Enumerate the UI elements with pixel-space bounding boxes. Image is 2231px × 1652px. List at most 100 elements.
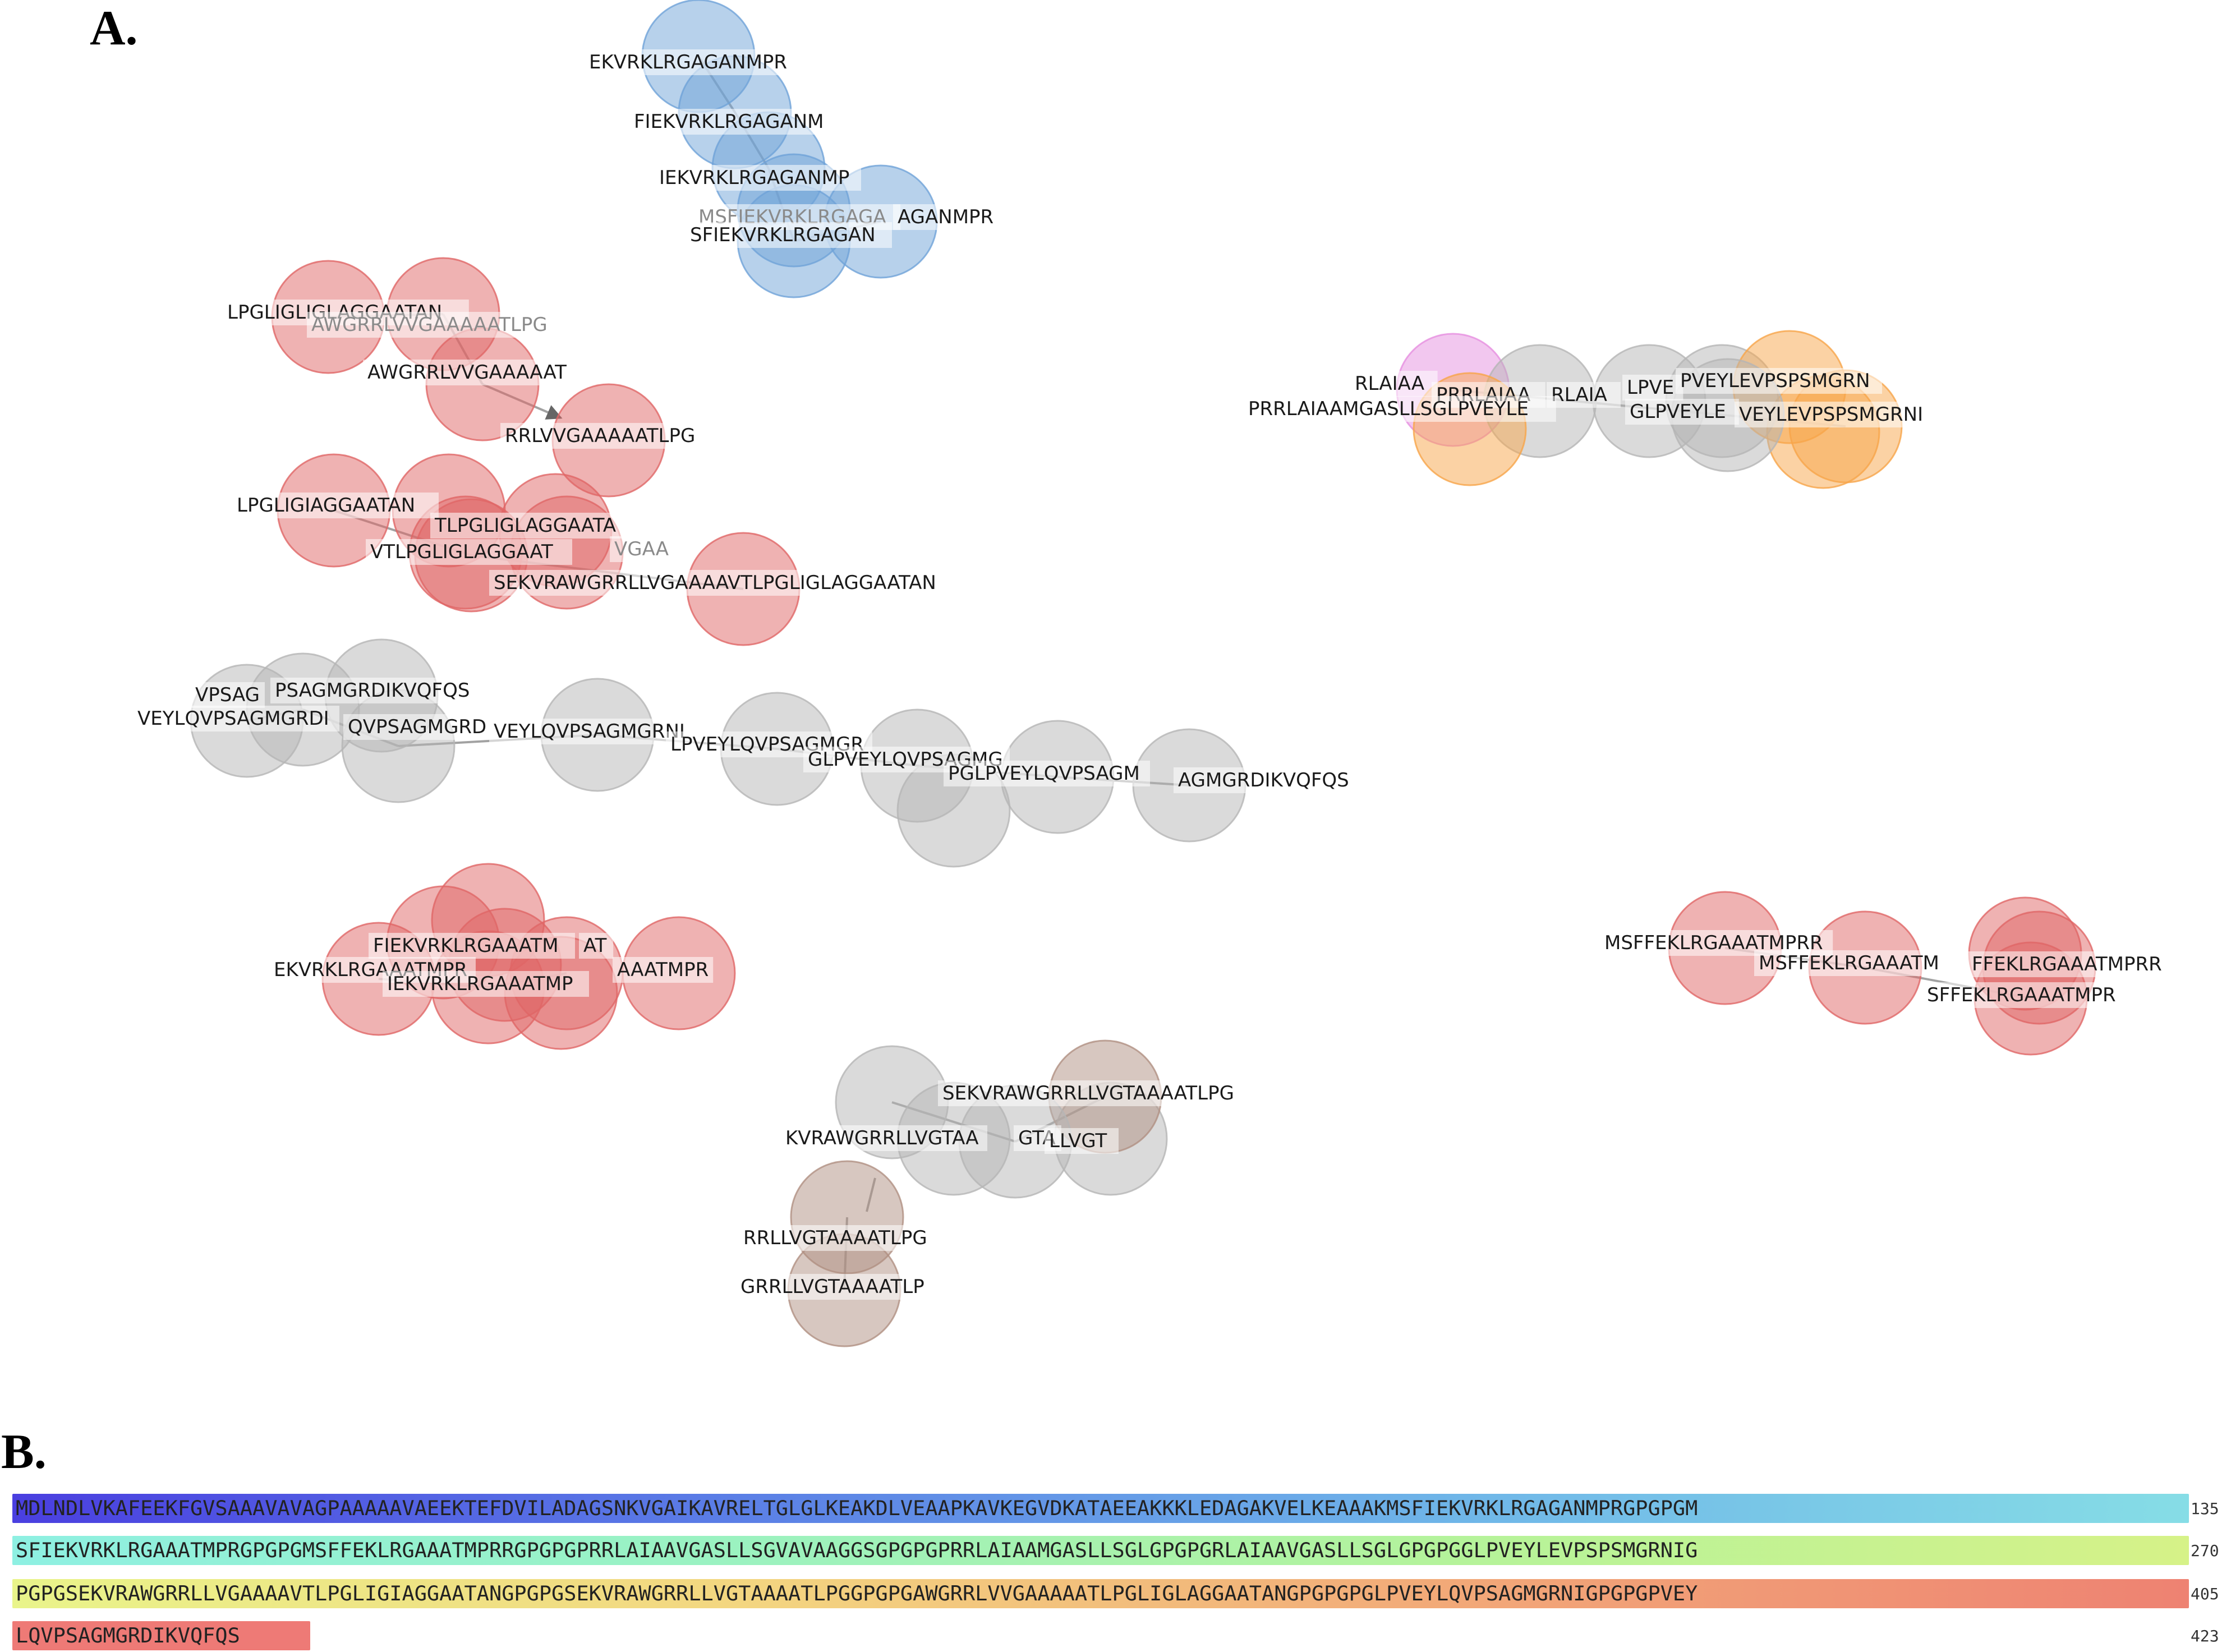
peptide-node-label: EKVRKLRGAGANMPR xyxy=(589,51,787,73)
peptide-node-label-group: IEKVRKLRGAGANMP xyxy=(655,165,861,191)
label-backdrop xyxy=(383,971,589,997)
peptide-node-label: SFIEKVRKLRGAGAN xyxy=(690,224,876,246)
peptide-node-label-group: VGAA xyxy=(610,536,671,562)
label-backdrop xyxy=(655,165,861,191)
peptide-node-label-group: QVPSAGMGRD xyxy=(343,714,486,740)
peptide-node-label: RRLLVGTAAAATLPG xyxy=(743,1227,927,1249)
peptide-node-label: SEKVRAWGRRLLVGTAAAATLPG xyxy=(942,1082,1234,1105)
label-backdrop xyxy=(613,957,714,983)
sequence-position: 135 xyxy=(2191,1499,2219,1518)
sequence-bar: SFIEKVRKLRGAAATMPRGPGPGMSFFEKLRGAAATMPRR… xyxy=(12,1536,2189,1565)
label-backdrop xyxy=(1735,402,1941,427)
peptide-node-label: VEYLEVPSPSMGRNI xyxy=(1739,403,1923,426)
peptide-node-label: GRRLLVGTAAAATLP xyxy=(740,1276,924,1298)
peptide-node-label: AT xyxy=(583,935,607,957)
sequence-bar: PGPGSEKVRAWGRRLLVGAAAAVTLPGLIGIAGGAATANG… xyxy=(12,1579,2189,1608)
sequence-bar: MDLNDLVKAFEEKFGVSAAAVAVAGPAAAAAVAEEKTEFD… xyxy=(12,1494,2189,1523)
peptide-node-label: PVEYLEVPSPSMGRN xyxy=(1680,370,1870,392)
peptide-node-label-group: LPVE xyxy=(1622,375,1683,401)
label-backdrop xyxy=(610,536,671,562)
label-backdrop xyxy=(1045,1128,1119,1154)
peptide-node-label: IEKVRKLRGAAATMP xyxy=(387,973,573,995)
label-backdrop xyxy=(232,493,439,518)
peptide-node-label: AGMGRDIKVQFQS xyxy=(1178,769,1349,792)
peptide-node-label: VPSAG xyxy=(195,684,260,706)
peptide-node-label: FIEKVRKLRGAAATM xyxy=(373,935,559,957)
label-backdrop xyxy=(1967,951,2174,977)
label-backdrop xyxy=(500,423,707,449)
peptide-node-label-group: RLAIAA xyxy=(1350,371,1438,397)
sequence-bar: LQVPSAGMGRDIKVQFQS xyxy=(12,1621,310,1650)
peptide-node-label: VGAA xyxy=(614,538,669,560)
label-backdrop xyxy=(430,513,637,539)
label-backdrop xyxy=(736,1274,942,1300)
peptide-node-label: LPGLIGIAGGAATAN xyxy=(237,494,415,517)
peptide-node-label-group: VEYLQVPSAGMGRDI xyxy=(133,706,339,731)
label-backdrop xyxy=(133,706,339,731)
peptide-node-label-group: TLPGLIGLAGGAATA xyxy=(430,513,637,539)
peptide-node-label-group: RRLLVGTAAAATLPG xyxy=(739,1225,945,1251)
sequence-text: MDLNDLVKAFEEKFGVSAAAVAVAGPAAAAAVAEEKTEFD… xyxy=(16,1496,1698,1520)
label-backdrop xyxy=(686,222,892,248)
peptide-node-label: VEYLQVPSAGMGRDI xyxy=(137,707,329,730)
label-backdrop xyxy=(1676,368,1882,394)
sequence-position: 405 xyxy=(2191,1585,2219,1603)
peptide-node-label: AAATMPR xyxy=(617,959,709,981)
peptide-node-label-group: AGANMPR xyxy=(893,204,994,230)
sequence-text: LQVPSAGMGRDIKVQFQS xyxy=(16,1623,240,1648)
label-backdrop xyxy=(629,109,836,135)
panel-label-b: B. xyxy=(1,1425,47,1479)
peptide-node-label-group: GLPVEYLE xyxy=(1625,399,1739,425)
peptide-node-label: GLPVEYLE xyxy=(1630,401,1726,423)
peptide-node-label: AWGRRLVVGAAAAAT xyxy=(367,361,567,384)
peptide-node-label: FIEKVRKLRGAGANM xyxy=(634,111,824,133)
peptide-node-label-group: SFFEKLRGAAATMPR xyxy=(1922,982,2129,1008)
peptide-node-label: AWGRRLVVGAAAAATLPG xyxy=(311,314,548,336)
peptide-node-label: QVPSAGMGRD xyxy=(348,716,486,738)
nodes-layer xyxy=(190,0,2096,1347)
peptide-node-label-group: KVRAWGRRLLVGTAA xyxy=(781,1125,987,1151)
label-backdrop xyxy=(739,1225,945,1251)
label-backdrop xyxy=(270,678,477,703)
label-backdrop xyxy=(343,714,484,740)
label-backdrop xyxy=(489,570,960,596)
peptide-node-label: VTLPGLIGLAGGAAT xyxy=(370,541,553,563)
label-backdrop xyxy=(1244,396,1556,422)
peptide-network: EKVRKLRGAGANMPR FIEKVRKLRGAGANM IEKVRKLRGA… xyxy=(133,0,2174,1347)
sequence-row-3: PGPGSEKVRAWGRRLLVGAAAAVTLPGLIGIAGGAATANG… xyxy=(12,1579,2189,1608)
label-backdrop xyxy=(579,933,614,959)
peptide-node-label-group: PSAGMGRDIKVQFQS xyxy=(270,678,477,703)
peptide-node-label: TLPGLIGLAGGAATA xyxy=(434,514,616,537)
peptide-node-label-group: VPSAG xyxy=(191,682,265,708)
peptide-node-label: AGANMPR xyxy=(898,206,993,228)
sequence-position: 270 xyxy=(2191,1541,2219,1560)
peptide-node-label-group: PRRLAIAAMGASLLSGLPVEYLE xyxy=(1244,396,1556,422)
label-backdrop xyxy=(489,719,696,744)
peptide-node-label-group: VTLPGLIGLAGGAAT xyxy=(366,539,572,565)
label-backdrop xyxy=(781,1125,987,1151)
peptide-node-label: RLAIA xyxy=(1551,384,1607,406)
peptide-node-label-group: VEYLEVPSPSMGRNI xyxy=(1735,402,1941,427)
peptide-node-label: SFFEKLRGAAATMPR xyxy=(1927,984,2116,1006)
peptide-node-label-group: MSFFEKLRGAAATM xyxy=(1754,950,1948,976)
sequence-row-4: LQVPSAGMGRDIKVQFQS xyxy=(12,1621,2189,1650)
peptide-node-label-group: SEKVRAWGRRLLVGAAAAVTLPGLIGLAGGAATAN xyxy=(489,570,960,596)
label-backdrop xyxy=(1754,950,1948,976)
peptide-node-label: MSFFEKLRGAAATM xyxy=(1759,952,1939,974)
peptide-node-label: LPVE xyxy=(1627,376,1674,399)
panel-label-a: A. xyxy=(90,1,138,56)
peptide-node-label: SEKVRAWGRRLLVGAAAAVTLPGLIGLAGGAATAN xyxy=(494,572,936,594)
label-backdrop xyxy=(307,312,553,338)
label-backdrop xyxy=(585,49,791,75)
peptide-node xyxy=(341,689,456,803)
peptide-node-label-group: RRLVVGAAAAATLPG xyxy=(500,423,707,449)
peptide-node-label: FFEKLRGAAATMPRR xyxy=(1972,953,2162,975)
label-backdrop xyxy=(1922,982,2129,1008)
label-backdrop xyxy=(1625,399,1739,425)
peptide-node-label: VEYLQVPSAGMGRNI xyxy=(494,720,685,743)
peptide-node-label-group: AWGRRLVVGAAAAATLPG xyxy=(307,312,553,338)
peptide-node-label-group: PGLPVEYLQVPSAGM xyxy=(944,761,1150,786)
peptide-node-label: PGLPVEYLQVPSAGM xyxy=(948,762,1140,785)
peptide-node-label-group: FFEKLRGAAATMPRR xyxy=(1967,951,2174,977)
label-backdrop xyxy=(1547,382,1621,408)
